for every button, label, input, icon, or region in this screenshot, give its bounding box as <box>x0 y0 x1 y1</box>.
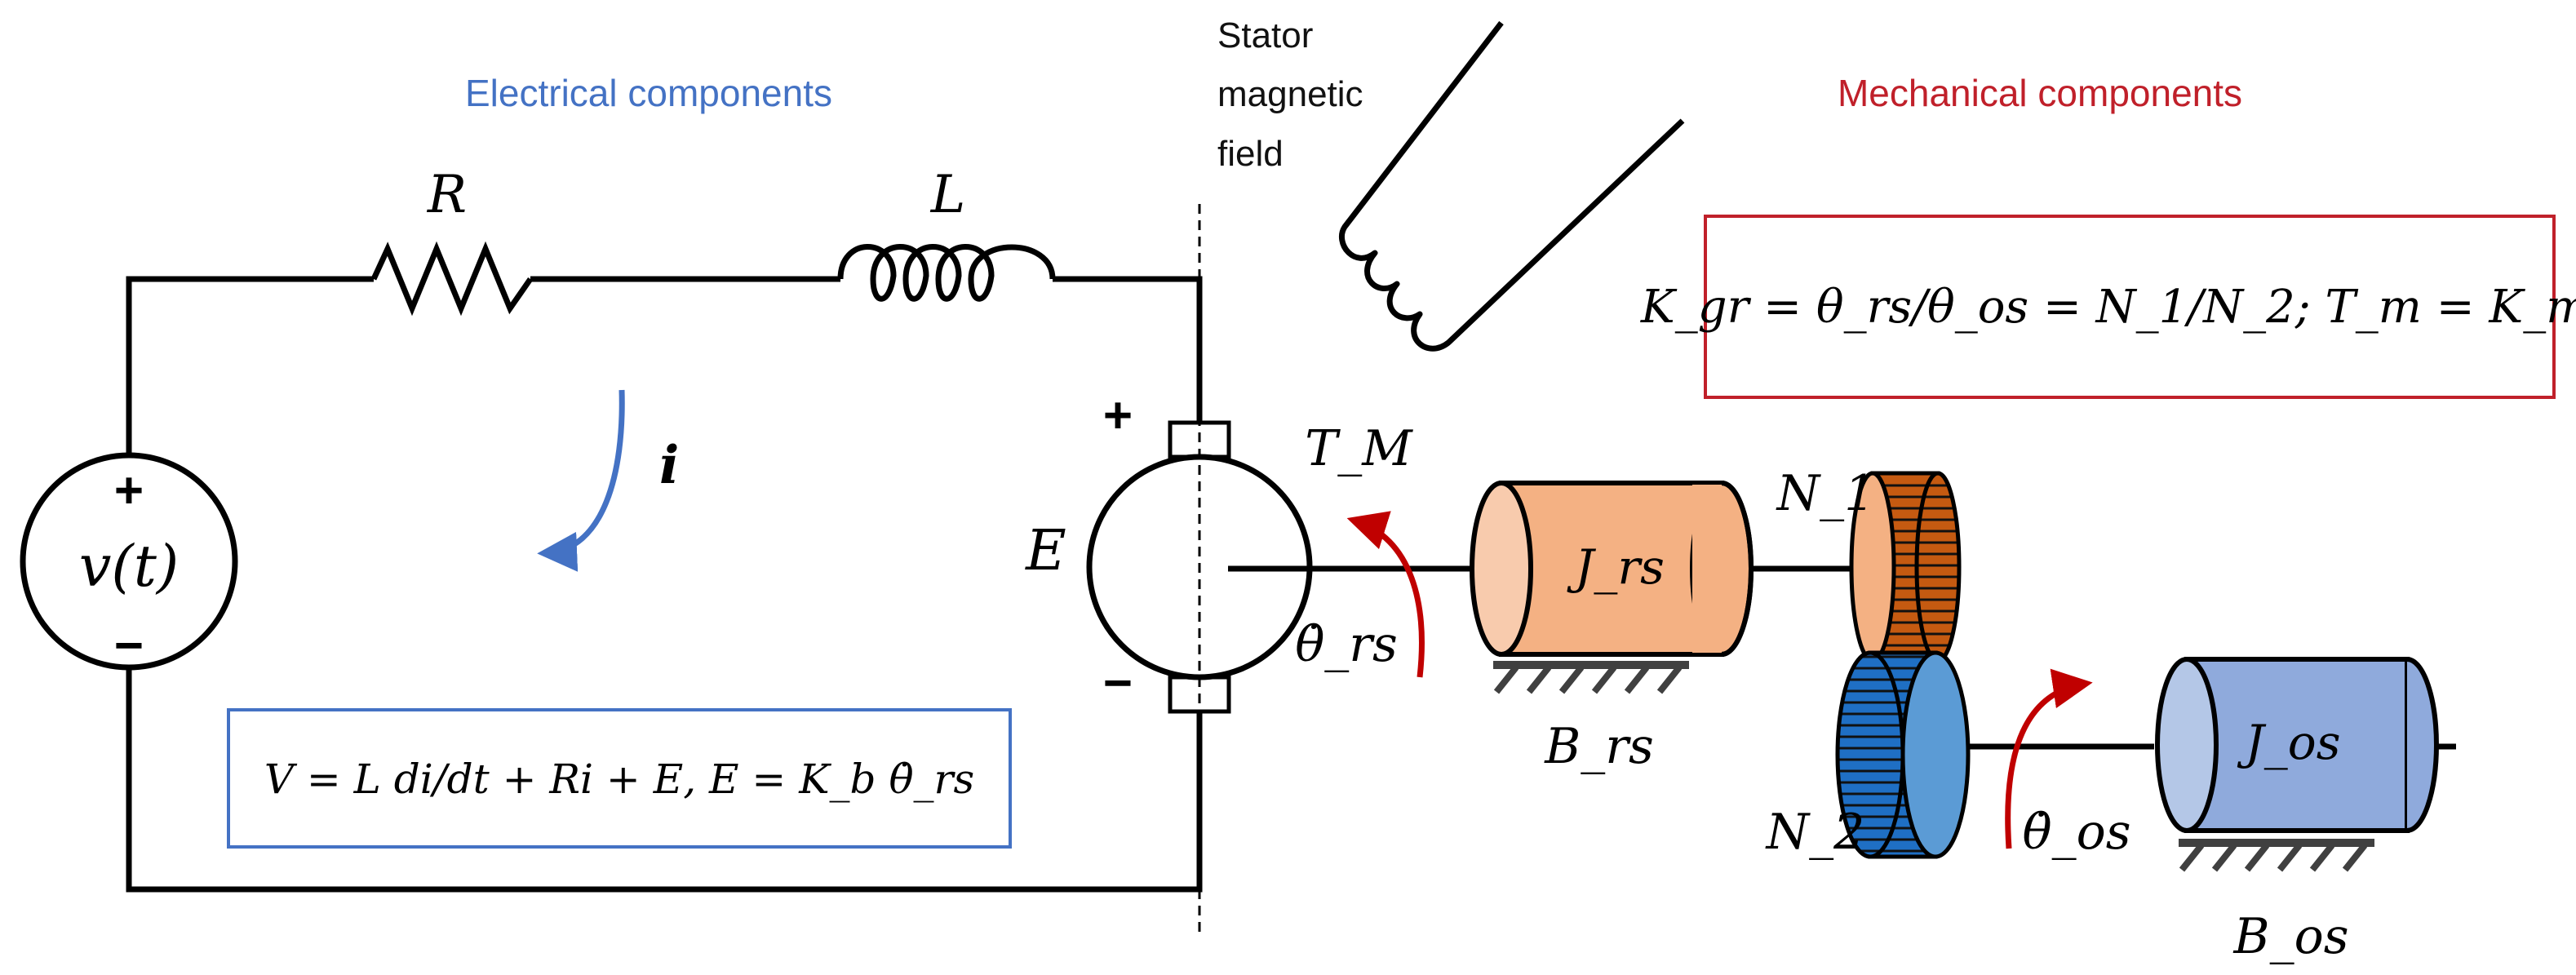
motor-minus: − <box>1103 655 1133 711</box>
mechanical-equation-box <box>1704 215 2556 399</box>
rotor-inertia-face <box>1470 481 1533 657</box>
inductor-label: L <box>930 165 966 225</box>
resistor <box>370 241 533 317</box>
inductor <box>837 244 1056 302</box>
output-speed-arrow <box>2005 668 2093 849</box>
output-damping-label: B_os <box>2232 908 2348 965</box>
resistor-label: R <box>427 165 467 225</box>
electrical-heading: Electrical components <box>465 72 832 114</box>
source-plus: + <box>114 463 144 519</box>
stator-winding <box>1338 20 1685 352</box>
gear2-back <box>1900 650 1971 859</box>
wire-top-left <box>126 276 374 469</box>
output-damping-ground <box>2179 839 2374 872</box>
motor-plus: + <box>1103 388 1133 444</box>
rotor-damping-ground <box>1493 661 1689 694</box>
output-inertia-face <box>2155 657 2219 833</box>
torque-label: T_M <box>1305 420 1413 477</box>
current-arrow <box>537 389 625 572</box>
torque-arrow <box>1346 511 1425 678</box>
gear1-back <box>1914 471 1962 663</box>
rotor-damping-label: B_rs <box>1544 718 1654 775</box>
mechanical-equation: K_gr = θ_rs/θ_os = N_1/N_2; T_m = K_m i <box>1640 281 2576 334</box>
rotor-inertia-edge <box>1721 481 1754 657</box>
output-inertia-label: J_os <box>2237 715 2341 770</box>
stator-label-line3: field <box>1217 134 1284 174</box>
gear2-label: N_2 <box>1765 804 1865 861</box>
source-label: v(t) <box>79 533 179 600</box>
stator-label-line2: magnetic <box>1217 74 1363 114</box>
rotor-inertia-label: J_rs <box>1567 539 1665 595</box>
stator-label-line1: Stator <box>1217 16 1313 55</box>
back-emf-label: E <box>1024 519 1066 583</box>
electrical-equation-box <box>227 708 1012 849</box>
stator-field-label: Stator magnetic field <box>1217 16 1363 174</box>
voltage-source <box>20 452 238 671</box>
output-inertia-edge <box>2406 657 2439 833</box>
output-speed-label: θ̇_os <box>2022 804 2130 861</box>
rotor-inertia-cover <box>1692 485 1722 653</box>
electrical-equation: V = L di/dt + Ri + E, E = K_b θ̇_rs <box>264 756 974 803</box>
gear1-label: N_1 <box>1776 465 1876 522</box>
source-minus: − <box>114 618 144 674</box>
current-label: i <box>659 435 679 496</box>
mechanical-heading: Mechanical components <box>1838 72 2242 114</box>
rotor-speed-label: θ̇_rs <box>1295 616 1398 673</box>
